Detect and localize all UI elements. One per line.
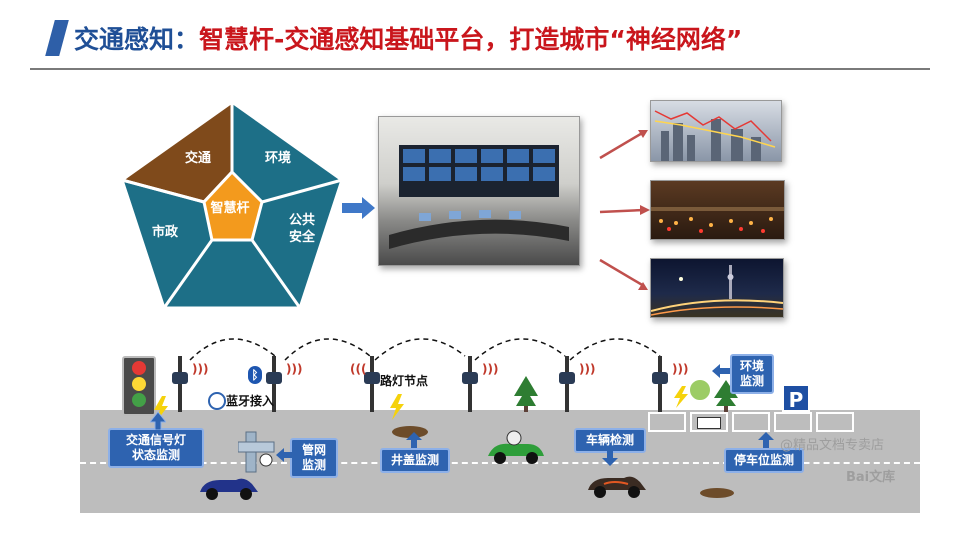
user-icon xyxy=(208,392,226,410)
street-pole-2 xyxy=(272,356,276,412)
traffic-jam-image xyxy=(650,180,785,240)
blue-car-icon xyxy=(200,478,258,500)
bluetooth-icon: ᛒ xyxy=(248,366,262,384)
street-pole-6 xyxy=(658,356,662,412)
segment-label-environment: 环境 xyxy=(264,151,291,166)
pipe-network-icon xyxy=(238,431,275,473)
title-main: 智慧杆-交通感知基础平台，打造城市“神经网络” xyxy=(199,25,743,54)
sensor-node-icon xyxy=(266,372,282,384)
night-city-image xyxy=(650,258,784,318)
segment-label-public-safety: 公共 安全 xyxy=(288,213,315,245)
sensor-node-icon xyxy=(172,372,188,384)
manhole-monitoring-callout: 井盖监测 xyxy=(380,448,450,473)
city-chart-illustration xyxy=(654,110,776,161)
parking-slot xyxy=(732,412,770,432)
wireless-signal-icon: ((( xyxy=(350,362,367,376)
wireless-signal-icon: ))) xyxy=(482,362,499,376)
traffic-light-icon xyxy=(122,356,156,416)
tree-icon xyxy=(714,380,738,412)
wireless-signal-icon: ))) xyxy=(579,362,596,376)
dark-car-icon xyxy=(588,476,646,498)
vehicle-detection-callout: 车辆检测 xyxy=(574,428,646,453)
parking-slot xyxy=(690,412,728,432)
network-hop-arcs xyxy=(189,338,661,361)
title-accent-bar xyxy=(45,20,69,56)
left-arrow-icon xyxy=(276,448,292,462)
green-car-icon xyxy=(488,430,544,464)
traffic-illustration xyxy=(651,207,784,233)
city-data-chart-image xyxy=(650,100,782,162)
right-arrow-icon xyxy=(342,197,375,219)
wireless-signal-icon: ))) xyxy=(192,362,209,376)
segment-label-traffic: 交通 xyxy=(184,151,211,166)
parking-slot xyxy=(816,412,854,432)
up-arrow-icon xyxy=(406,432,422,448)
street-pole-3 xyxy=(370,356,374,412)
sensor-node-icon xyxy=(364,372,380,384)
bluetooth-access-label: 蓝牙接入 xyxy=(226,394,275,408)
control-room-image xyxy=(378,116,580,266)
left-arrow-icon xyxy=(712,364,730,378)
title-prefix: 交通感知： xyxy=(74,25,200,54)
down-arrow-icon xyxy=(602,450,618,466)
manhole-cover-icon xyxy=(392,426,428,438)
sensor-node-icon xyxy=(462,372,478,384)
environment-sensor-icon xyxy=(688,378,712,402)
title-divider xyxy=(30,68,930,70)
lightning-icon xyxy=(390,394,404,420)
pipe-monitoring-callout: 管网 监测 xyxy=(290,438,338,478)
up-arrow-icon xyxy=(150,412,166,430)
control-room-illustration xyxy=(389,145,569,249)
wireless-signal-icon: ))) xyxy=(672,362,689,376)
parking-slot xyxy=(648,412,686,432)
manhole-cover-icon xyxy=(700,488,734,498)
pentagon-center-label: 智慧杆 xyxy=(210,201,250,216)
segment-label-municipal: 市政 xyxy=(151,225,178,240)
parking-slot xyxy=(774,412,812,432)
lightning-icon xyxy=(674,386,688,408)
smart-pole-pentagon xyxy=(120,100,344,310)
streetlight-node-label: 路灯节点 xyxy=(380,374,429,388)
sensor-node-icon xyxy=(559,372,575,384)
up-arrow-icon xyxy=(758,432,774,448)
environment-monitoring-callout: 环境 监测 xyxy=(730,354,774,394)
street-pole-5 xyxy=(565,356,569,412)
tree-icon xyxy=(514,376,538,412)
red-arrows xyxy=(599,130,650,290)
street-pole-4 xyxy=(468,356,472,412)
sensor-node-icon xyxy=(652,372,668,384)
signal-monitoring-callout: 交通信号灯 状态监测 xyxy=(108,428,204,468)
lightning-icon xyxy=(154,396,168,422)
parking-sign-icon: P xyxy=(782,384,810,412)
street-pole-1 xyxy=(178,356,182,412)
watermark-text: @精品文档专卖店 xyxy=(780,438,885,453)
watermark-logo: Bai文库 xyxy=(846,470,896,485)
parking-monitoring-callout: 停车位监测 xyxy=(724,448,804,473)
slide-title: 交通感知： 智慧杆-交通感知基础平台，打造城市“神经网络” xyxy=(45,18,743,58)
night-city-illustration xyxy=(651,265,783,316)
wireless-signal-icon: ))) xyxy=(286,362,303,376)
pentagon-center xyxy=(202,169,264,242)
